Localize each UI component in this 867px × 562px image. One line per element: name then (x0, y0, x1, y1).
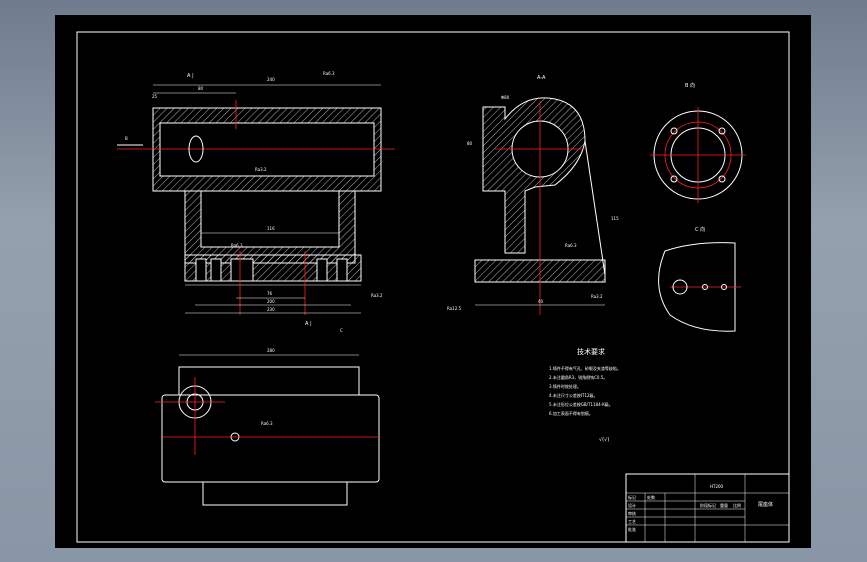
roughness-1: Ra6.3 (323, 71, 335, 76)
roughness-5: Ra6.3 (565, 243, 577, 248)
svg-text:标记: 标记 (628, 494, 636, 500)
c-view: C 向 (658, 226, 741, 332)
dim-phi: Φ80 (501, 95, 510, 100)
roughness-8: Ra6.3 (261, 421, 273, 426)
tech-note-3: 3.铸件时效处理。 (549, 383, 581, 389)
tech-note-4: 4.未注尺寸公差按IT12级。 (549, 392, 598, 398)
engineering-drawing: A | (76, 31, 790, 543)
dim-base3: 230 (267, 307, 275, 312)
svg-text:批准: 批准 (628, 526, 636, 532)
b-view-label: B 向 (685, 82, 695, 89)
drawing-border (76, 31, 790, 543)
roughness-2: Ra3.2 (255, 167, 267, 172)
view-arrow-b: B (125, 136, 128, 141)
tech-note-2: 2.未注圆角R3，锐角倒钝C0.5。 (549, 374, 607, 380)
dim-section-w: 40 (538, 299, 544, 304)
svg-text:比例: 比例 (733, 502, 741, 508)
front-view: A | (117, 71, 395, 333)
svg-text:设计: 设计 (628, 502, 636, 508)
dim-base2: 200 (267, 299, 275, 304)
bottom-view: 280 Ra6.3 (155, 348, 380, 506)
roughness-4: Ra3.2 (371, 293, 383, 298)
dim-small: 25 (152, 94, 158, 99)
svg-text:阶段标记: 阶段标记 (700, 502, 716, 508)
title-block[interactable]: HT200 尾座体 标记 处数 设计 审核 工艺 批准 阶段标记 重量 比例 (625, 473, 790, 543)
svg-text:工艺: 工艺 (628, 519, 636, 524)
svg-text:重量: 重量 (720, 502, 728, 508)
svg-text:审核: 审核 (628, 510, 636, 516)
c-marker: C (340, 328, 343, 333)
tech-check-symbol: √(√) (599, 437, 609, 443)
roughness-3: Ra6.3 (231, 243, 243, 248)
technical-requirements: 技术要求 1.铸件不得有气孔、砂眼及夹渣等缺陷。 2.未注圆角R3，锐角倒钝C0… (549, 347, 621, 443)
roughness-6: Ra3.2 (591, 294, 603, 299)
c-view-label: C 向 (695, 226, 705, 233)
tech-note-1: 1.铸件不得有气孔、砂眼及夹渣等缺陷。 (549, 365, 621, 371)
dim-base1: 76 (267, 291, 273, 296)
dim-height: 115 (611, 216, 619, 221)
front-label-bottom: A | (305, 321, 312, 327)
b-view: B 向 (650, 82, 746, 203)
title-part-name: 尾座体 (758, 501, 773, 508)
title-drawing-no: HT200 (710, 484, 724, 489)
front-view-label: A | (187, 73, 194, 79)
roughness-7: Ra12.5 (447, 306, 462, 311)
dim-mid: 116 (267, 226, 275, 231)
svg-text:处数: 处数 (647, 494, 655, 500)
tech-notes-title: 技术要求 (577, 347, 605, 356)
section-aa-view: A-A 40 Φ80 80 115 Ra6.3 Ra3.2 Ra12.5 (447, 75, 619, 315)
tech-note-5: 5.未注形位公差按GB/T1184-K级。 (549, 401, 613, 407)
tech-note-6: 6.加工表面不得有划痕。 (549, 410, 593, 416)
drawing-sheet[interactable]: A | (55, 15, 811, 548)
section-label: A-A (537, 75, 546, 81)
dim-left: 80 (198, 86, 204, 91)
dim-bottom-view: 280 (267, 348, 275, 353)
dim-top: 240 (267, 77, 275, 82)
dim-sec-h: 80 (467, 141, 473, 146)
